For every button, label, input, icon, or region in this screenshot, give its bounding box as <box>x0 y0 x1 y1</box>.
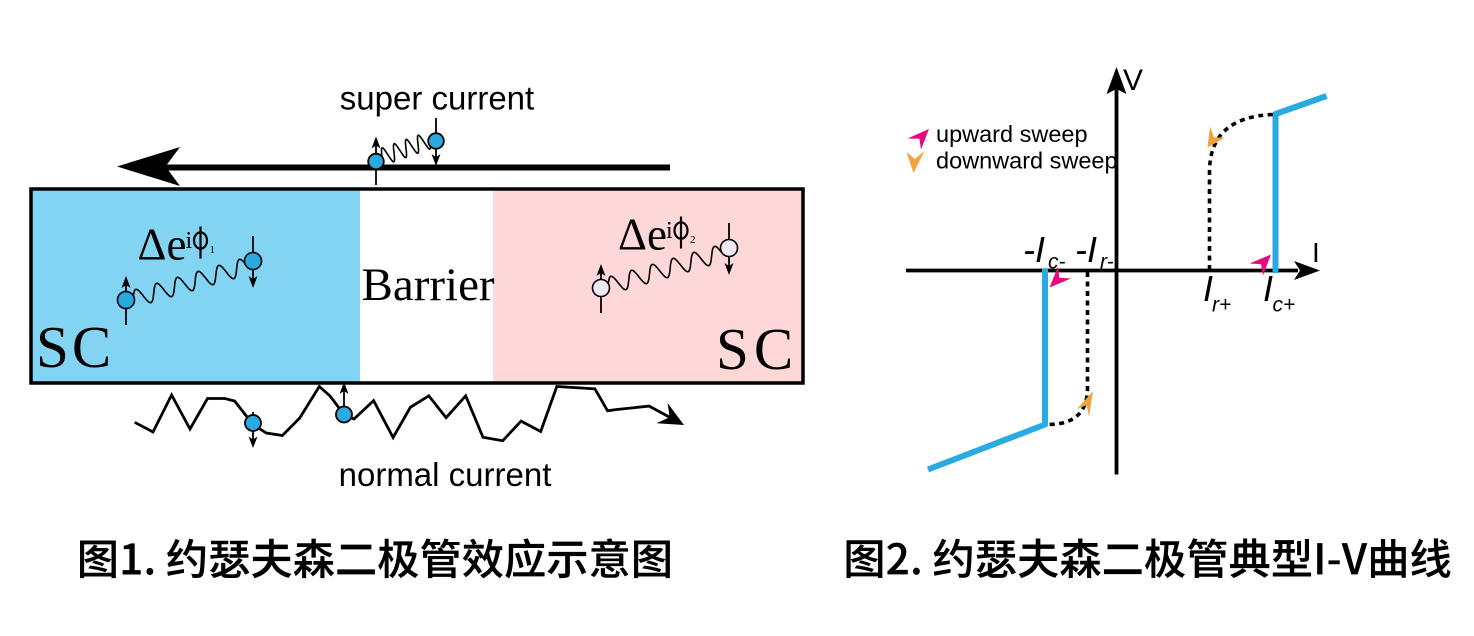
svg-text:downward sweep: downward sweep <box>936 148 1118 174</box>
svg-text:-I: -I <box>1075 229 1097 270</box>
svg-text:I: I <box>1263 268 1273 309</box>
svg-text:i: i <box>666 218 673 244</box>
svg-text:Barrier: Barrier <box>362 259 495 311</box>
svg-text:1: 1 <box>210 244 216 256</box>
svg-text:SC: SC <box>36 314 114 380</box>
svg-text:upward sweep: upward sweep <box>936 121 1088 147</box>
svg-text:I: I <box>1203 268 1213 309</box>
svg-text:-I: -I <box>1023 229 1045 270</box>
svg-text:super current: super current <box>340 80 534 117</box>
svg-text:Δe: Δe <box>138 220 187 270</box>
svg-text:2: 2 <box>690 234 696 246</box>
svg-text:r-: r- <box>1100 251 1114 274</box>
svg-text:Δe: Δe <box>618 210 667 260</box>
svg-text:SC: SC <box>716 316 798 382</box>
svg-text:I: I <box>1312 237 1320 268</box>
svg-text:c-: c- <box>1048 251 1066 274</box>
svg-text:r+: r+ <box>1212 294 1231 317</box>
svg-text:normal current: normal current <box>339 456 552 493</box>
svg-text:V: V <box>1123 64 1143 97</box>
svg-text:c+: c+ <box>1273 294 1296 317</box>
svg-text:i: i <box>186 228 193 254</box>
